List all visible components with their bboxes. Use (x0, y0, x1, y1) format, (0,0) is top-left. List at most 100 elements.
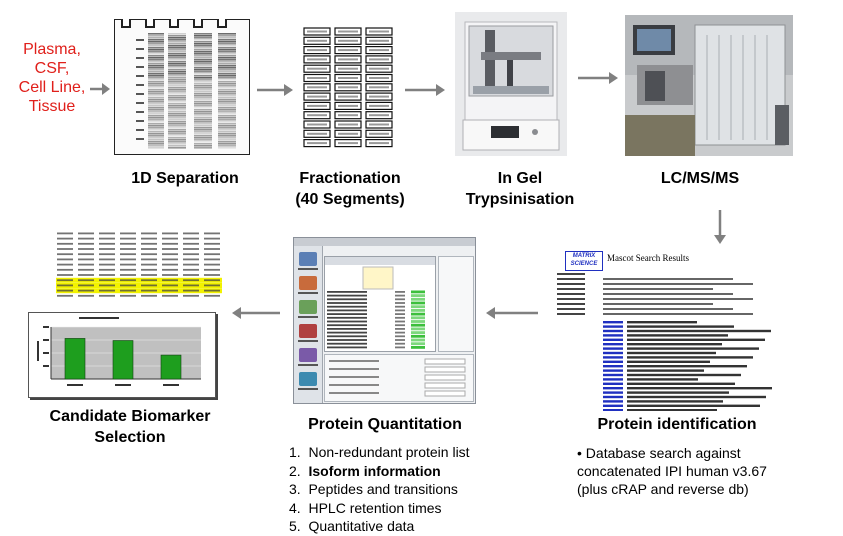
gel-band (218, 83, 236, 85)
grid-cell (57, 279, 73, 282)
grid-cell (57, 232, 73, 235)
gel-band (218, 43, 236, 45)
note-line-1: • Database search against (577, 445, 741, 461)
fraction-segment-band (369, 77, 389, 79)
gel-band (168, 107, 186, 109)
gel-band (148, 63, 164, 65)
grid-cell (120, 242, 136, 245)
quantitation-item-3: 3. Peptides and transitions (289, 481, 458, 497)
gel-band (194, 139, 212, 141)
bottom-panel-field (424, 382, 466, 389)
fraction-segment-band (307, 142, 327, 145)
grid-cell (57, 289, 73, 292)
grid-cell (99, 242, 115, 245)
gel-band (194, 37, 212, 39)
gel-band (168, 117, 186, 119)
table-row-status (411, 309, 425, 312)
table-row-value (395, 342, 405, 345)
gel-band (148, 85, 164, 87)
gel-band (168, 113, 186, 115)
table-row-value (395, 294, 405, 297)
mascot-label-line (557, 278, 585, 280)
grid-cell (141, 232, 157, 235)
gel-band (218, 39, 236, 41)
gel-band (194, 115, 212, 117)
table-row-value (395, 313, 405, 315)
mascot-hit-link (603, 387, 623, 390)
grid-cell (204, 274, 220, 276)
mascot-hit-link (603, 343, 623, 346)
table-row-status (411, 316, 425, 320)
grid-cell (78, 253, 94, 256)
gel-band (194, 41, 212, 43)
gel-band (148, 113, 164, 115)
gel-ladder-band (136, 129, 144, 131)
grid-cell (183, 289, 199, 292)
fraction-segment-band (369, 132, 389, 135)
gel-band (194, 73, 212, 75)
gel-ladder-band (136, 93, 144, 95)
table-row-text (327, 339, 367, 341)
grid-cell (57, 268, 73, 271)
gel-band (168, 37, 186, 39)
gel-band (194, 43, 212, 45)
logo-bottom-text: SCIENCE (570, 261, 598, 267)
gel-band (148, 71, 164, 73)
gel-band (218, 87, 236, 89)
grid-cell (120, 268, 136, 271)
gel-band (194, 85, 212, 87)
grid-cell (99, 248, 115, 250)
gel-band (148, 59, 164, 61)
gel-band (168, 67, 186, 69)
arrow-fractionation-to-robot (405, 84, 445, 96)
grid-cell (57, 237, 73, 240)
grid-cell (99, 232, 115, 235)
gel-band (194, 91, 212, 93)
mascot-hit-description (627, 387, 772, 390)
gel-band (148, 103, 164, 105)
gel-ladder-band (136, 39, 144, 41)
gel-band (168, 77, 186, 79)
table-row-status (411, 294, 425, 297)
gel-band (194, 89, 212, 91)
gel-band (194, 105, 212, 107)
fraction-segment-band (338, 142, 358, 145)
grid-cell (78, 268, 94, 271)
gel-band (148, 141, 164, 143)
fraction-segment-band (307, 67, 327, 70)
grid-cell (204, 289, 220, 292)
gel-band (148, 143, 164, 145)
gel-band (148, 111, 164, 113)
stage-fractionation-line2: (40 Segments) (295, 191, 405, 208)
quantitation-item-2: 2. Isoform information (289, 462, 441, 479)
source-plasma: Plasma, (23, 41, 81, 58)
gel-band (168, 141, 186, 143)
table-row-status (411, 334, 425, 338)
grid-highlight-row (56, 283, 222, 288)
arrow-identification-to-quantitation (486, 307, 538, 319)
table-row-status (411, 323, 425, 327)
stage-biomarker-line1: Candidate Biomarker (49, 408, 211, 425)
fraction-segment-band (369, 39, 389, 42)
gel-band (168, 51, 186, 53)
fraction-segment-band (307, 123, 327, 126)
fraction-segment-band (338, 39, 358, 42)
grid-cell (120, 248, 136, 250)
mascot-label-line (557, 283, 585, 285)
gel-band (148, 83, 164, 85)
gel-band (218, 89, 236, 91)
stage-1d-separation: 1D Separation (110, 168, 260, 189)
gel-band (194, 71, 212, 73)
source-csf: CSF, (34, 60, 70, 77)
stage-identification: Protein identification (572, 414, 782, 435)
grid-cell (120, 279, 136, 282)
gel-band (218, 85, 236, 87)
gel-band (218, 73, 236, 75)
grid-cell (141, 274, 157, 276)
bottom-panel-field (424, 366, 466, 373)
gel-band (168, 137, 186, 139)
grid-cell (99, 294, 115, 297)
gel-band (218, 45, 236, 47)
mascot-hit-link (603, 369, 623, 372)
fraction-segment-band (369, 123, 389, 126)
